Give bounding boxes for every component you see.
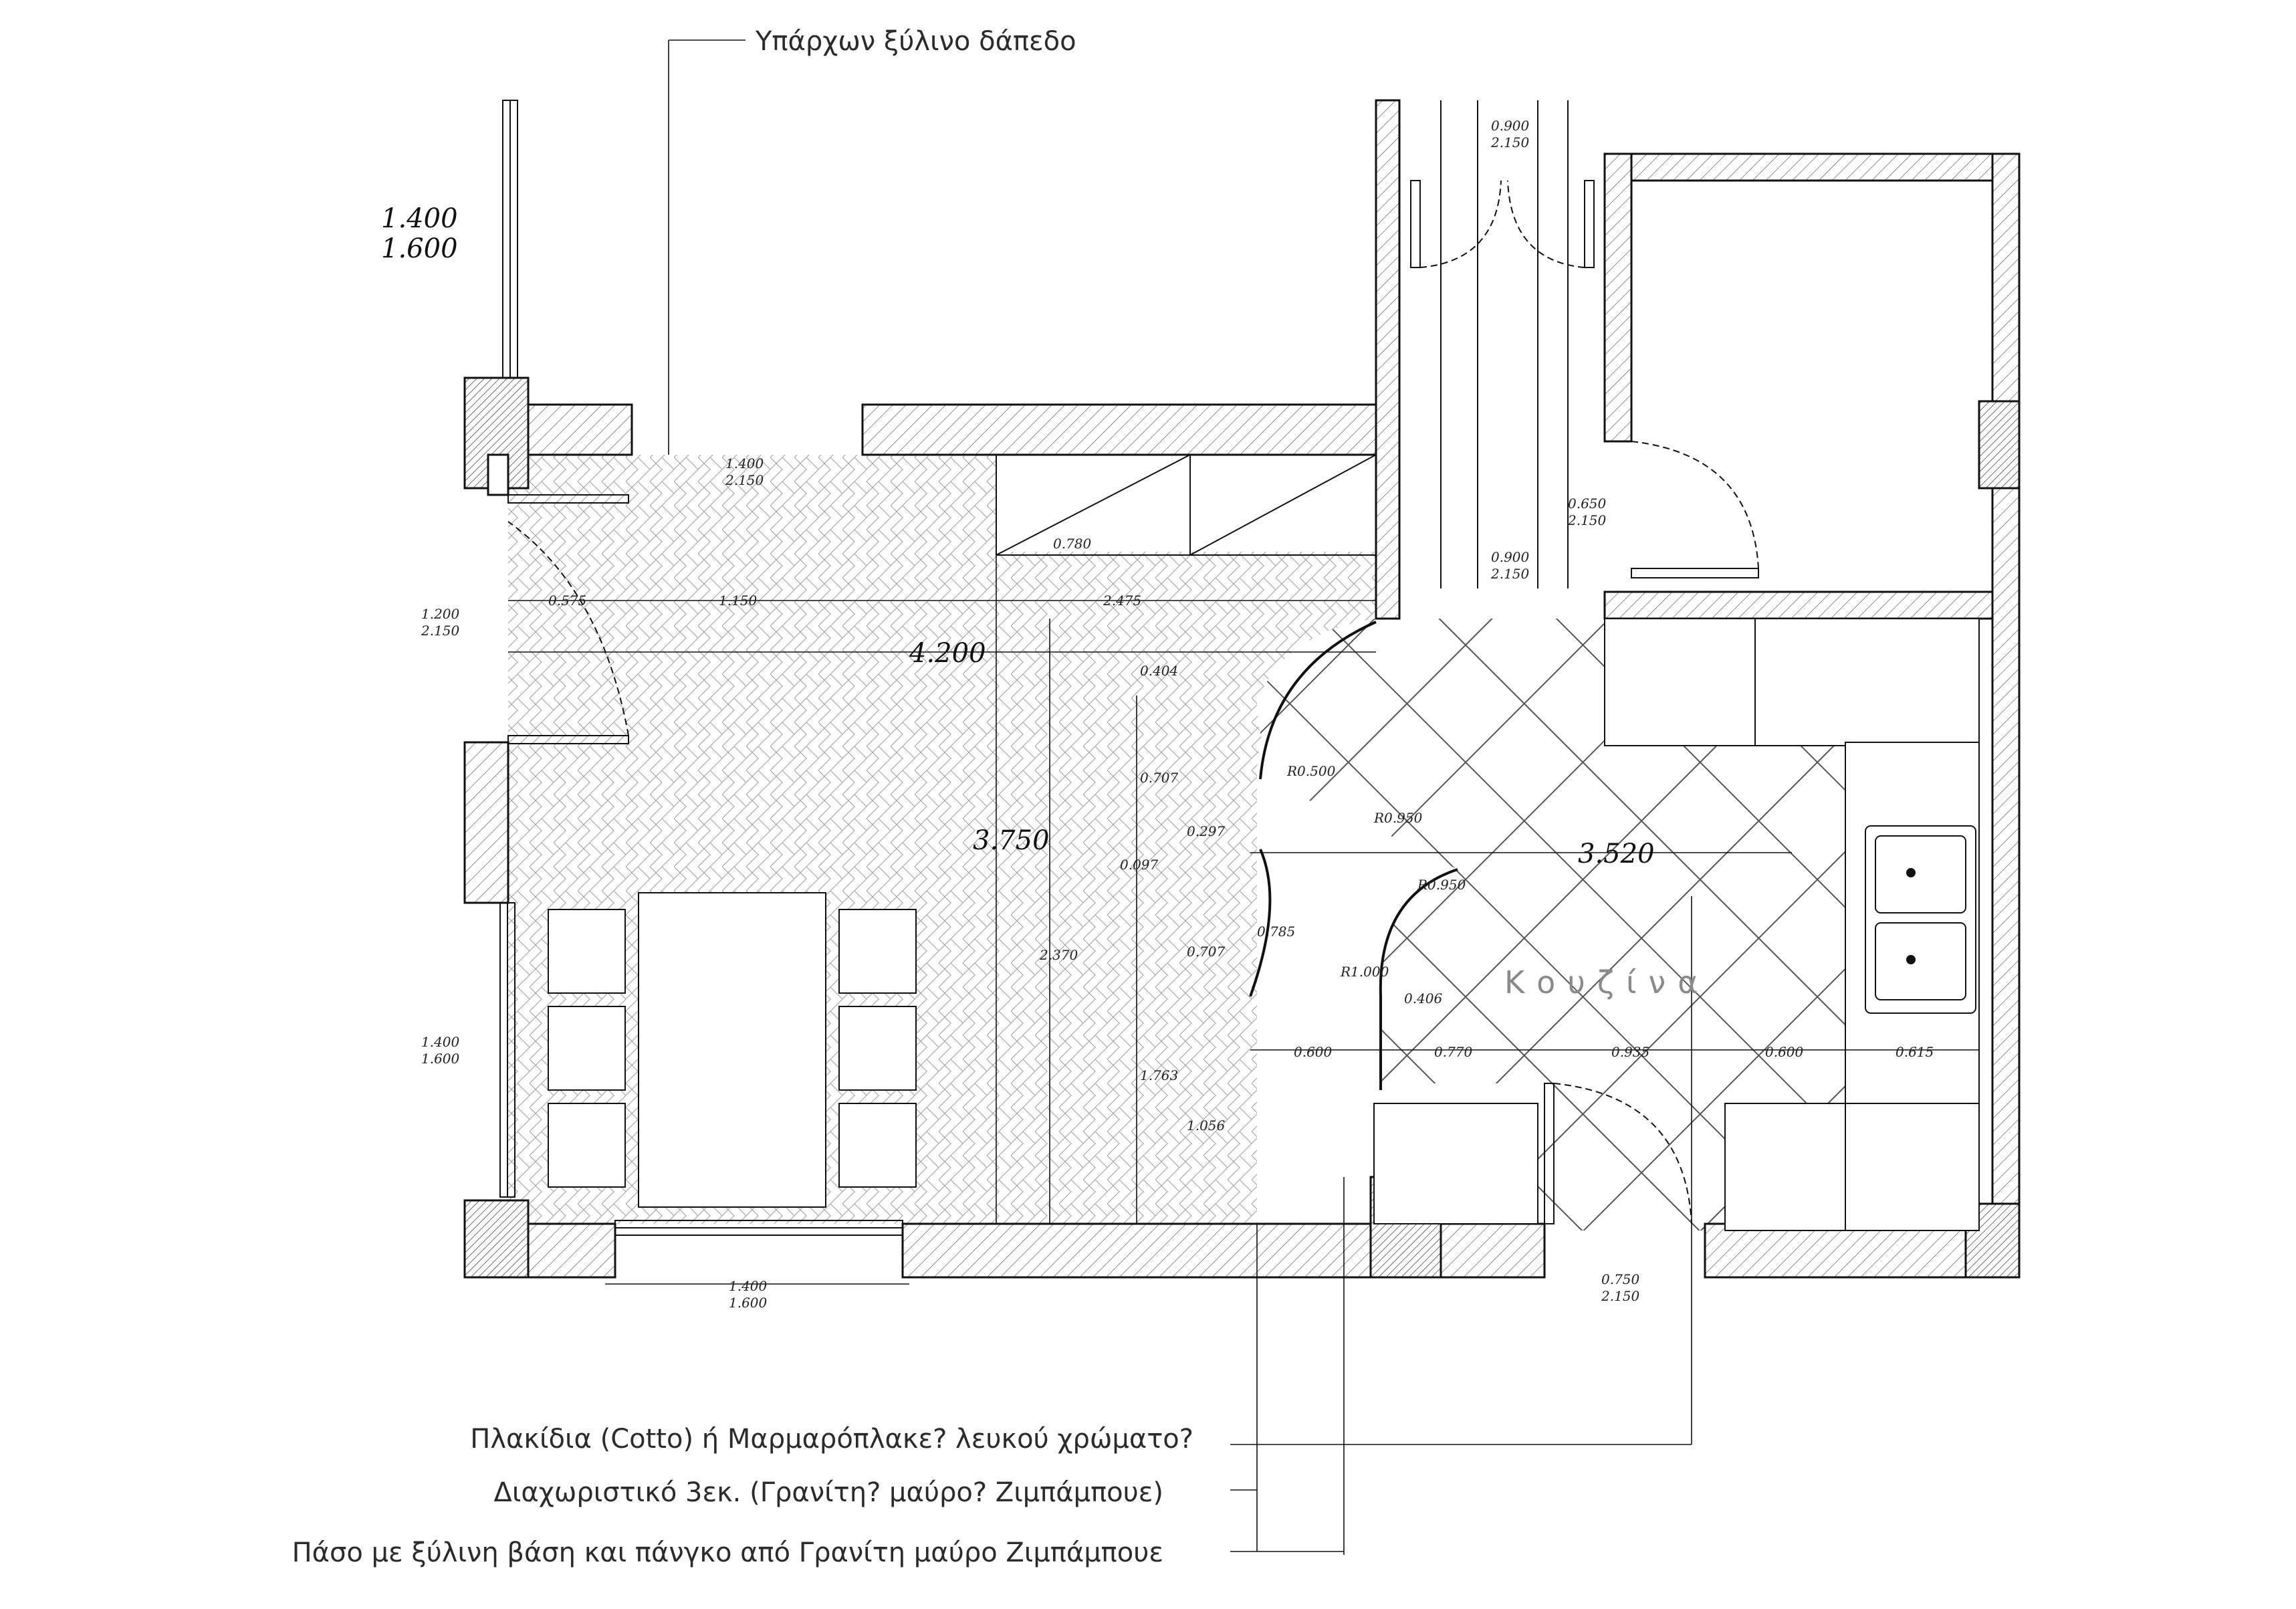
dim-3750: 3.750 <box>973 825 1050 856</box>
window-left-height: 1.600 <box>421 1051 460 1067</box>
dim-b-0770: 0.770 <box>1434 1044 1473 1060</box>
corridor-mid-width: 0.900 <box>1491 549 1530 565</box>
dim-0707a: 0.707 <box>1140 770 1179 786</box>
dim-b-0600b: 0.600 <box>1765 1044 1804 1060</box>
dim-0404: 0.404 <box>1140 663 1178 679</box>
dimension-lines <box>508 39 1979 1555</box>
dining-table <box>638 892 826 1208</box>
wc-door <box>1631 441 1759 578</box>
wc-door-height: 2.150 <box>1567 512 1607 528</box>
radius-0950b: R0.950 <box>1417 877 1466 893</box>
kitchen-counter-bottom <box>1724 1103 1980 1231</box>
dim-0575: 0.575 <box>548 593 586 609</box>
corridor-top-width: 0.900 <box>1491 118 1530 134</box>
dim-b-0615: 0.615 <box>1896 1044 1934 1060</box>
window-left <box>499 902 515 1198</box>
kitchen-door-height: 2.150 <box>1601 1288 1640 1304</box>
wc-door-width: 0.650 <box>1568 496 1607 512</box>
window-bottom-height: 1.600 <box>729 1295 768 1311</box>
kitchen-door <box>1544 1083 1692 1224</box>
dim-0785: 0.785 <box>1257 924 1295 940</box>
window-top-left-width: 1.400 <box>381 203 458 234</box>
radius-0500: R0.500 <box>1286 763 1336 779</box>
door-left-width: 1.200 <box>421 606 460 622</box>
dining-chairs <box>548 909 917 1188</box>
window-bottom <box>614 1220 903 1236</box>
dim-0406: 0.406 <box>1404 990 1443 1006</box>
dim-b-0600a: 0.600 <box>1294 1044 1333 1060</box>
corridor-mid-height: 2.150 <box>1490 566 1530 582</box>
dim-0707b: 0.707 <box>1187 944 1226 960</box>
window-top-left-height: 1.600 <box>381 233 458 264</box>
window-left-width: 1.400 <box>421 1034 460 1050</box>
door-left <box>507 494 629 744</box>
dim-0297: 0.297 <box>1187 823 1226 839</box>
door-left-height: 2.150 <box>421 623 460 639</box>
corridor-doors <box>1410 100 1595 588</box>
note-tiles: Πλακίδια (Cotto) ή Μαρμαρόπλακε? λευκού … <box>470 1424 1193 1455</box>
door-top-height: 2.150 <box>725 472 764 488</box>
window-top-left <box>502 100 518 379</box>
dim-1150: 1.150 <box>719 593 758 609</box>
radius-1000: R1.000 <box>1340 964 1389 980</box>
radius-0950a: R0.950 <box>1373 810 1423 826</box>
note-counter: Πάσο με ξύλινη βάση και πάνγκο από Γρανί… <box>292 1537 1163 1568</box>
dim-0097: 0.097 <box>1120 857 1159 873</box>
door-top-width: 1.400 <box>725 455 764 471</box>
dim-3520: 3.520 <box>1578 839 1655 869</box>
note-divider: Διαχωριστικό 3εκ. (Γρανίτη? μαύρο? Ζιμπά… <box>494 1477 1163 1508</box>
dim-0780: 0.780 <box>1053 536 1092 552</box>
tile-floor-area <box>1257 619 1845 1230</box>
corridor-top-height: 2.150 <box>1490 134 1530 150</box>
dim-4200: 4.200 <box>909 638 986 669</box>
dim-1056: 1.056 <box>1187 1117 1226 1134</box>
kitchen-door-width: 0.750 <box>1601 1271 1640 1287</box>
dim-1763: 1.763 <box>1140 1067 1178 1083</box>
walls <box>463 99 2021 1279</box>
island-counter <box>1373 1103 1538 1224</box>
dim-2370: 2.370 <box>1039 947 1078 963</box>
window-bottom-width: 1.400 <box>729 1278 768 1294</box>
room-name: Κουζίνα <box>1504 964 1710 1000</box>
stair-block <box>996 454 1377 556</box>
label-existing-floor: Υπάρχων ξύλινο δάπεδο <box>755 26 1076 57</box>
dim-2475: 2.475 <box>1103 593 1141 609</box>
partition-curve <box>1249 621 1458 1090</box>
sink <box>1865 825 1976 1014</box>
dim-b-0935: 0.935 <box>1611 1044 1649 1060</box>
